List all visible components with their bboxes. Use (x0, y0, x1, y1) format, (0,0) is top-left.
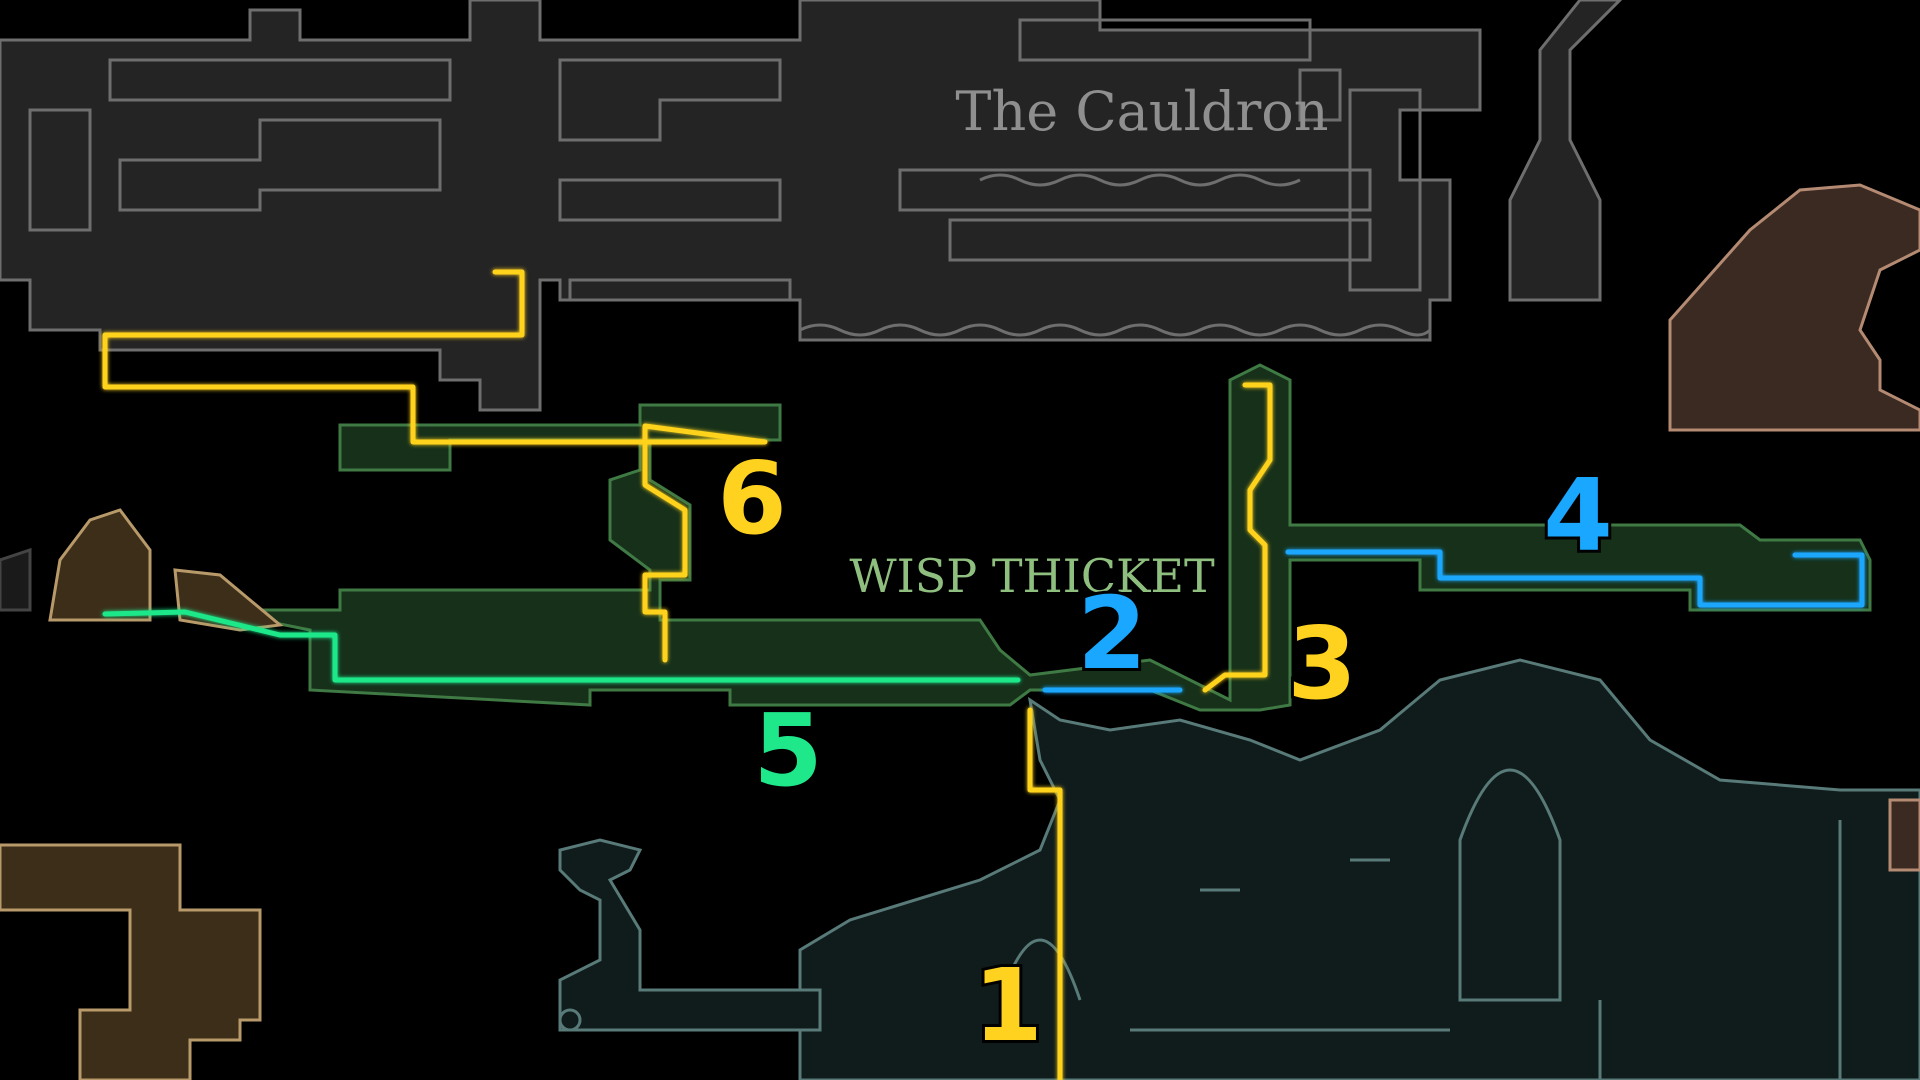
teal-region (558, 658, 1920, 1080)
teal-interior-lines (558, 768, 1842, 1080)
left-edge-fragment (0, 547, 32, 612)
route-path-4 (1285, 549, 1865, 608)
route-number-1: 1 (973, 947, 1043, 1064)
route-number-5: 5 (753, 692, 823, 809)
route-number-2: 2 (1077, 575, 1147, 692)
route-path-3 (1202, 382, 1273, 693)
cauldron-wavy-ceiling (979, 173, 1301, 187)
route-path-1 (1027, 707, 1063, 1080)
cauldron-interior-lines (28, 18, 1422, 302)
cauldron-wavy-floor (799, 323, 1432, 337)
route-path-5 (102, 609, 1021, 683)
route-number-3: 3 (1287, 605, 1357, 722)
route-number-4: 4 (1543, 457, 1613, 574)
route-number-6: 6 (717, 440, 787, 557)
region-label-wisp-thicket: WISP THICKET (849, 549, 1215, 603)
brown-region (1668, 183, 1920, 872)
route-markers: 1 2 3 4 5 6 (714, 437, 1616, 1067)
route-path-6 (102, 269, 768, 663)
region-label-cauldron: The Cauldron (955, 80, 1328, 143)
wisp-thicket-region (246, 363, 1872, 712)
cauldron-region (0, 0, 1623, 412)
